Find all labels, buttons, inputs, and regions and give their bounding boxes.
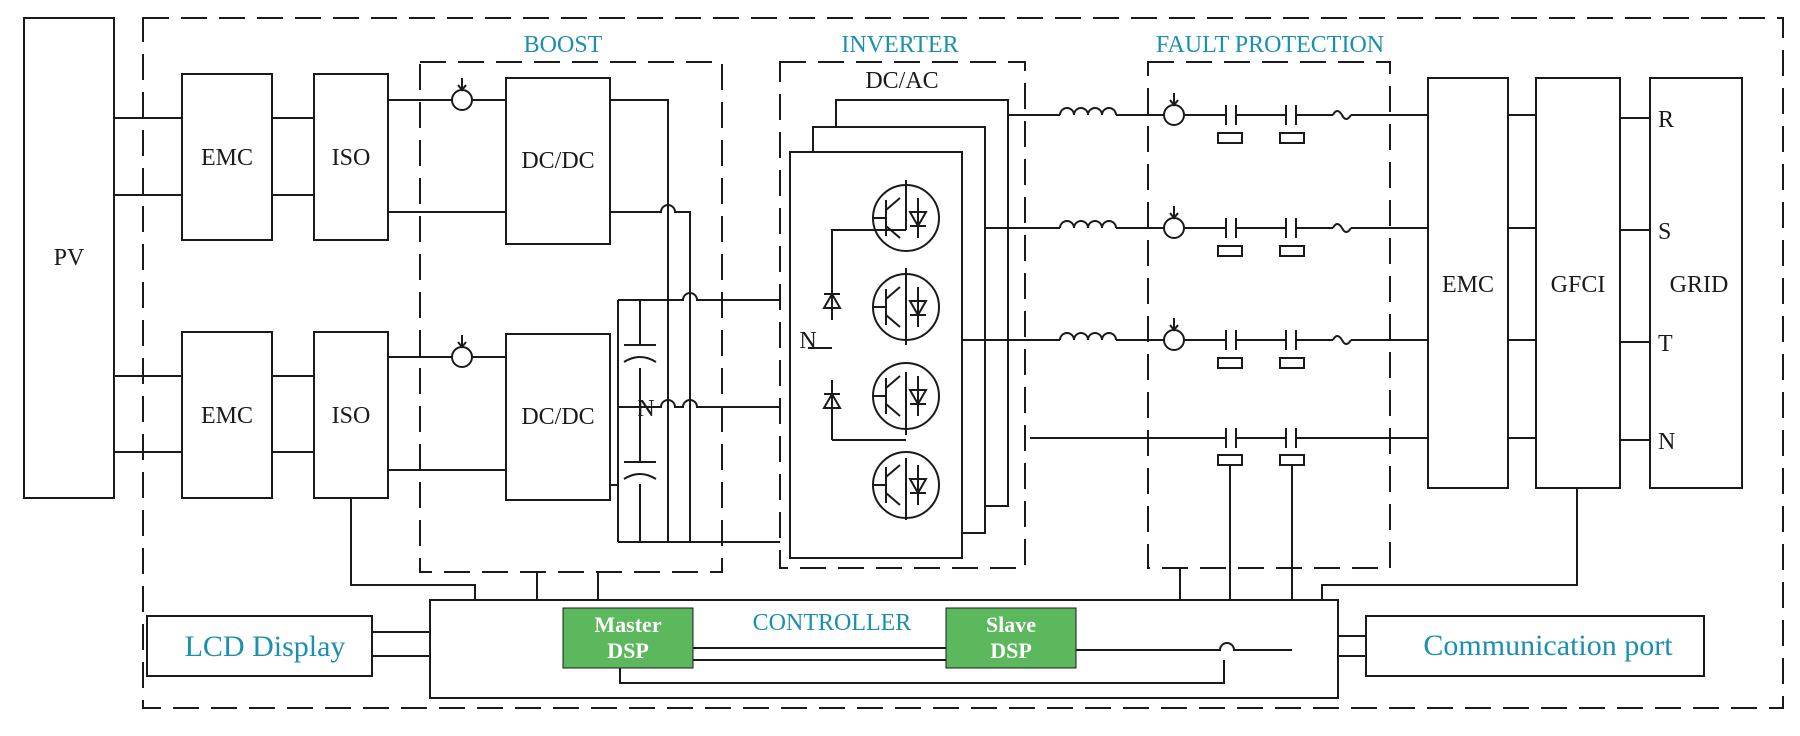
inverter-board-front <box>789 151 963 559</box>
grid-block <box>1649 77 1743 489</box>
current-sensor-icon <box>451 89 473 111</box>
controller-title: CONTROLLER <box>753 610 912 636</box>
gfci-grid-wires <box>1620 117 1650 441</box>
boost-title: BOOST <box>524 32 603 58</box>
iso-dcdc-wires <box>388 99 506 471</box>
inverter-section <box>779 61 1026 569</box>
comm-controller-wires <box>1338 635 1366 657</box>
phase-n-label: N <box>1658 429 1675 455</box>
relay-coil-icon <box>1217 132 1305 466</box>
lcd-display-block <box>146 615 373 677</box>
gfci-label: GFCI <box>1551 272 1606 298</box>
controller-sense-wires <box>350 488 1578 600</box>
master-dsp-label-1: Master <box>594 612 661 637</box>
phase-r-label: R <box>1658 107 1674 133</box>
pv-emc-wires <box>114 117 182 453</box>
phase-s-label: S <box>1658 219 1671 245</box>
igbt-icon <box>872 451 940 519</box>
slave-dsp <box>945 607 1077 669</box>
slave-dsp-label-1: Slave <box>986 612 1036 637</box>
dsp-link-wires <box>619 642 1292 684</box>
inverter-neutral-label: N <box>799 328 816 354</box>
neutral-label: N <box>637 396 654 422</box>
inductor-icon <box>1059 107 1117 116</box>
dcdc-block-1 <box>505 77 611 245</box>
system-boundary <box>142 17 1784 709</box>
lcd-controller-wires <box>372 631 430 657</box>
ac-output-wiring <box>962 114 1428 439</box>
inductor-icon <box>1059 220 1117 229</box>
emc-gfci-wires <box>1508 114 1536 439</box>
capacitor-icon <box>623 461 657 480</box>
dcdc-label-2: DC/DC <box>521 404 594 430</box>
iso-label-1: ISO <box>332 145 371 171</box>
dc-bus-wiring <box>610 99 780 543</box>
clamp-diode-icon <box>822 291 842 309</box>
master-dsp-label-2: DSP <box>607 638 649 663</box>
pv-block <box>23 17 115 499</box>
relay-contacts-icon <box>1225 105 1297 448</box>
fuse-icon <box>1332 110 1352 345</box>
master-dsp <box>562 607 694 669</box>
emc-label-2: EMC <box>201 403 253 429</box>
emc-output-block <box>1427 77 1509 489</box>
clamp-diode-icon <box>822 391 842 409</box>
fault-protection-title: FAULT PROTECTION <box>1156 32 1384 58</box>
boost-section <box>419 61 723 573</box>
iso-label-2: ISO <box>332 403 371 429</box>
current-sensor-arrow-icon <box>457 78 467 92</box>
lcd-display-label: LCD Display <box>185 630 346 663</box>
igbt-icon <box>872 273 940 341</box>
fault-current-sensor-icon <box>1163 93 1185 351</box>
gfci-block <box>1535 77 1621 489</box>
dcac-label: DC/AC <box>865 68 938 94</box>
inverter-title: INVERTER <box>841 32 958 58</box>
dcdc-block-2 <box>505 333 611 501</box>
communication-port-label: Communication port <box>1423 629 1673 662</box>
pv-label: PV <box>54 245 85 271</box>
iso-block-1 <box>313 73 389 241</box>
capacitor-icon <box>623 344 657 363</box>
emc-block-2 <box>181 331 273 499</box>
grid-label: GRID <box>1670 272 1729 298</box>
current-sensor-icon <box>451 346 473 368</box>
phase-t-label: T <box>1658 331 1673 357</box>
iso-block-2 <box>313 331 389 499</box>
igbt-leg-wiring <box>808 180 907 520</box>
igbt-icon <box>872 184 940 252</box>
emc-output-label: EMC <box>1442 272 1494 298</box>
current-sensor-arrow-icon <box>457 335 467 349</box>
emc-label-1: EMC <box>201 145 253 171</box>
communication-port-block <box>1365 615 1705 677</box>
fault-protection-section <box>1147 61 1391 569</box>
inductor-icon <box>1059 332 1117 341</box>
slave-dsp-label-2: DSP <box>990 638 1032 663</box>
dcdc-label-1: DC/DC <box>521 148 594 174</box>
emc-block-1 <box>181 73 273 241</box>
emc-iso-wires <box>272 117 314 453</box>
igbt-icon <box>872 362 940 430</box>
